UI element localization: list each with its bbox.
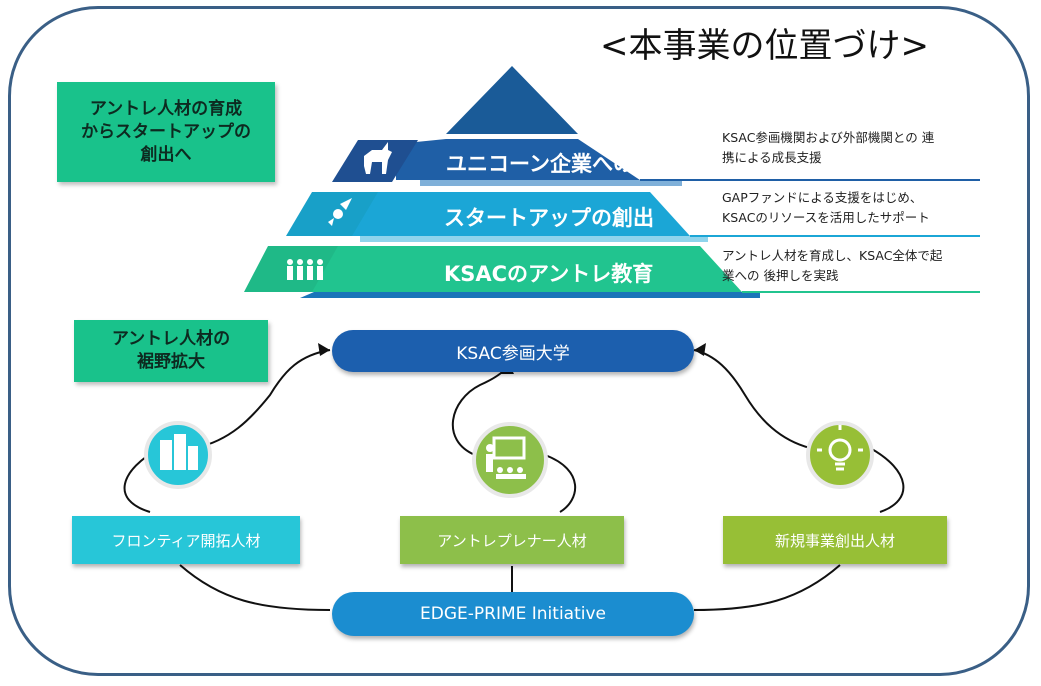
pyramid-level-2-desc-line-1: GAPファンドによる支援をはじめ、 — [722, 190, 923, 205]
pyramid-level-1-label: ユニコーン企業への成長 — [446, 152, 676, 176]
entre-icon-circle — [472, 422, 548, 498]
outer-frame — [8, 6, 1030, 676]
newbiz-loop-connector — [869, 447, 905, 513]
pyramid-level-2-desc-line-2: KSACのリソースを活用したサポート — [722, 210, 930, 225]
pyramid-level-3-desc-line-1: アントレ人材を育成し、KSAC全体で起 — [722, 248, 943, 263]
growth-label-line-2: からスタートアップの — [81, 121, 251, 142]
expansion-label-box: アントレ人材の 裾野拡大 — [74, 320, 268, 382]
edge-prime-pill: EDGE-PRIME Initiative — [332, 592, 694, 636]
frontier-to-edge-connector — [179, 564, 331, 611]
growth-label-line-3: 創出へ — [140, 144, 192, 165]
new-business-talent-box: 新規事業創出人材 — [723, 516, 947, 564]
pyramid-level-1-band — [396, 139, 640, 180]
growth-label-box: アントレ人材の育成 からスタートアップの 創出へ — [57, 82, 275, 182]
pyramid-level-3-shade — [300, 292, 760, 298]
pyramid-level-1-desc-line-1: KSAC参画機関および外部機関との 連 — [722, 130, 935, 145]
newbiz-to-ksac-connector — [693, 349, 811, 449]
pyramid-level-1-shade — [420, 180, 682, 186]
frontier-to-ksac-connector — [195, 349, 331, 449]
frontier-arrowhead — [318, 343, 330, 356]
presentation-icon — [486, 436, 526, 479]
pyramid-level-2-band — [340, 192, 690, 236]
expansion-label-line-1: アントレ人材の — [111, 329, 231, 349]
pyramid-level-3-desc: アントレ人材を育成し、KSAC全体で起 業への 後押しを実践 — [722, 246, 942, 286]
pyramid-level-2-shade — [360, 236, 708, 242]
pyramid-level-1-desc-line-2: 携による成長支援 — [722, 150, 822, 165]
entre-loop-connector — [544, 454, 576, 513]
pyramid-level-2-icon-tab — [286, 192, 378, 236]
page-heading: <本事業の位置づけ> — [600, 26, 929, 66]
people-icon — [287, 259, 323, 280]
pyramid-level-3-desc-line-2: 業への 後押しを実践 — [722, 268, 839, 283]
frontier-talent-box: フロンティア開拓人材 — [72, 516, 300, 564]
unicorn-icon — [364, 142, 392, 174]
pyramid-level-3-label: KSACのアントレ教育 — [444, 262, 654, 286]
pyramid-level-1-desc: KSAC参画機関および外部機関との 連 携による成長支援 — [722, 128, 934, 168]
expansion-label-line-2: 裾野拡大 — [136, 352, 205, 372]
buildings-icon — [160, 434, 198, 470]
pyramid-level-2-desc: GAPファンドによる支援をはじめ、 KSACのリソースを活用したサポート — [722, 188, 930, 228]
newbiz-to-edge-connector — [693, 564, 841, 611]
rocket-icon — [328, 198, 352, 226]
lightbulb-icon — [817, 425, 863, 471]
newbiz-arrowhead — [694, 343, 706, 356]
pyramid-apex — [446, 66, 578, 134]
newbiz-icon-circle — [806, 421, 874, 489]
ksac-university-pill: KSAC参画大学 — [332, 330, 694, 372]
growth-label-line-1: アントレ人材の育成 — [89, 98, 243, 119]
pyramid-level-2-label: スタートアップの創出 — [444, 206, 654, 230]
entrepreneur-talent-box: アントレプレナー人材 — [400, 516, 624, 564]
pyramid-level-3-band — [300, 246, 742, 292]
